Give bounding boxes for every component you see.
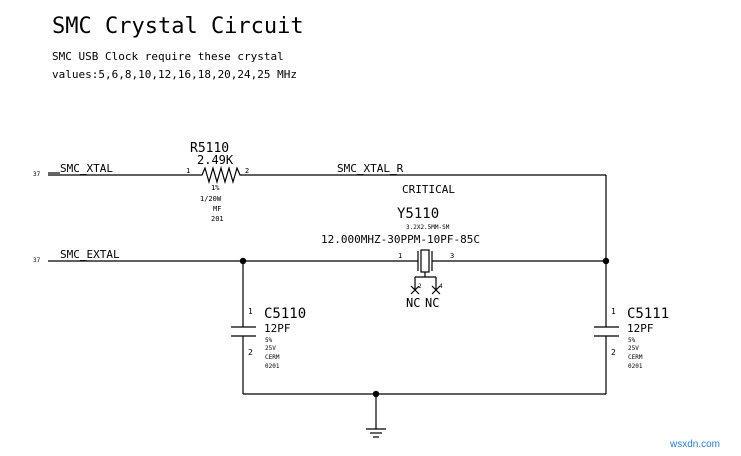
net-label-smc-xtal: SMC_XTAL	[60, 162, 113, 175]
watermark-logo: wsxdn.com	[669, 439, 720, 450]
net-label-smc-xtal-r: SMC_XTAL_R	[337, 162, 404, 175]
c5110-voltage: 25V	[265, 345, 276, 352]
crystal-pin-3: 3	[450, 252, 454, 260]
crystal-name: Y5110	[397, 206, 439, 222]
page-title: SMC Crystal Circuit	[52, 14, 304, 39]
crystal-pin-2: 2	[418, 283, 422, 290]
ground-net	[243, 393, 606, 438]
net-smc-xtal: 37 SMC_XTAL	[33, 162, 197, 178]
c5110-value: 12PF	[264, 322, 291, 335]
r5110-pin-2: 2	[245, 167, 249, 175]
c5111-dielectric: CERM	[628, 354, 643, 361]
crystal-body	[420, 249, 430, 273]
note-line-2: values:5,6,8,10,12,16,18,20,24,25 MHz	[52, 68, 297, 81]
c5110-dielectric: CERM	[265, 354, 280, 361]
resistor-r5110[interactable]: R5110 2.49K 1 2 1% 1/20W MF 201	[186, 141, 249, 223]
net-ref-extal: 37	[33, 257, 41, 264]
c5110-pin-1: 1	[248, 307, 253, 316]
no-connect-x-icon	[410, 285, 420, 295]
crystal-pin-4: 4	[439, 283, 443, 290]
c5111-package: 0201	[628, 363, 643, 370]
c5110-package: 0201	[265, 363, 280, 370]
net-label-smc-extal: SMC_EXTAL	[60, 248, 120, 261]
capacitor-c5111[interactable]: 1 2 C5111 12PF 5% 25V CERM 0201	[594, 261, 669, 394]
crystal-critical-flag: CRITICAL	[402, 183, 455, 196]
r5110-pin-1: 1	[186, 167, 190, 175]
r5110-value: 2.49K	[197, 153, 234, 167]
c5111-pin-2: 2	[611, 348, 616, 357]
c5111-tolerance: 5%	[628, 337, 636, 344]
c5111-pin-1: 1	[611, 307, 616, 316]
net-ref-xtal: 37	[33, 171, 41, 178]
net-smc-xtal-r: SMC_XTAL_R	[245, 162, 607, 261]
c5111-voltage: 25V	[628, 345, 639, 352]
r5110-power: 1/20W	[200, 195, 222, 203]
crystal-size: 3.2X2.5MM-SM	[406, 224, 450, 231]
c5110-name: C5110	[264, 306, 306, 322]
no-connect-label-1: NC	[406, 296, 420, 310]
crystal-y5110[interactable]: CRITICAL Y5110 3.2X2.5MM-SM 12.000MHZ-30…	[321, 183, 480, 310]
no-connect-x-icon	[431, 285, 441, 295]
c5110-tolerance: 5%	[265, 337, 273, 344]
capacitor-c5110[interactable]: 1 2 C5110 12PF 5% 25V CERM 0201	[231, 261, 306, 394]
r5110-type: MF	[213, 205, 221, 213]
r5110-tolerance: 1%	[211, 184, 220, 192]
c5110-pin-2: 2	[248, 348, 253, 357]
c5111-name: C5111	[627, 306, 669, 322]
resistor-zigzag-symbol	[197, 165, 245, 185]
crystal-pin-1: 1	[398, 252, 402, 260]
r5110-package: 201	[211, 215, 224, 223]
note-line-1: SMC USB Clock require these crystal	[52, 50, 284, 63]
c5111-value: 12PF	[627, 322, 654, 335]
crystal-spec: 12.000MHZ-30PPM-10PF-85C	[321, 233, 480, 246]
ground-icon	[366, 428, 386, 438]
r5110-name: R5110	[190, 141, 229, 156]
net-smc-extal: 37 SMC_EXTAL	[33, 248, 606, 264]
no-connect-label-2: NC	[425, 296, 439, 310]
